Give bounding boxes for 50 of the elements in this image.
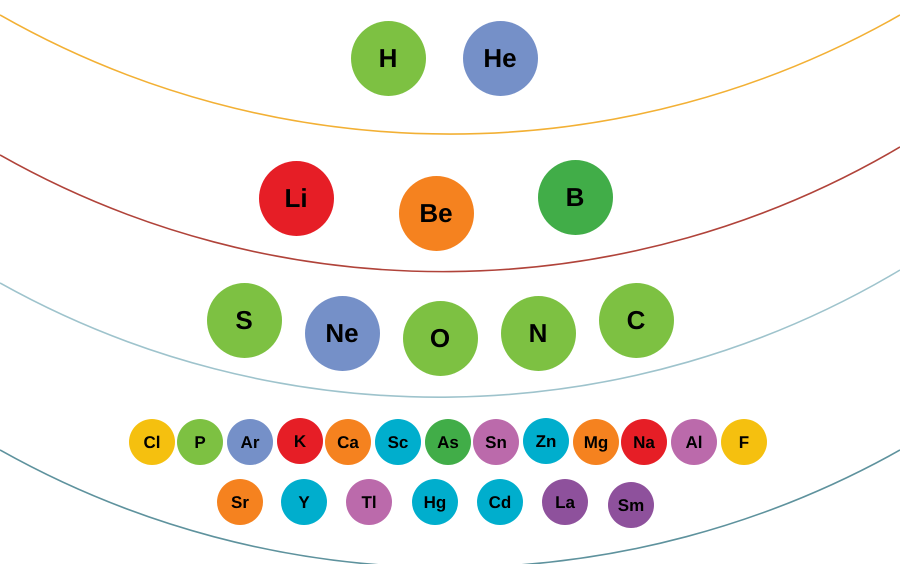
- element-circle: [346, 479, 392, 525]
- element-circle: [671, 419, 717, 465]
- element-circle: [573, 419, 619, 465]
- element-symbol: Ne: [325, 320, 359, 346]
- element-circle: [281, 479, 327, 525]
- element-symbol: Sn: [485, 434, 507, 450]
- element-circle: [375, 419, 421, 465]
- element-symbol: La: [555, 494, 575, 510]
- element-circle: [523, 418, 569, 464]
- element-circle: [721, 419, 767, 465]
- element-symbol: Sm: [618, 496, 644, 514]
- element-circle: [542, 479, 588, 525]
- element-circle: [608, 482, 654, 528]
- element-symbol: C: [626, 307, 646, 333]
- element-symbol: Cl: [144, 434, 160, 450]
- element-symbol: Sc: [388, 434, 408, 450]
- element-symbol: K: [294, 432, 306, 450]
- element-symbol: Na: [633, 434, 655, 450]
- element-symbol: Al: [686, 434, 702, 450]
- element-symbol: Hg: [424, 494, 446, 510]
- element-symbol: Ar: [240, 434, 260, 450]
- element-circle: [277, 418, 323, 464]
- element-circle: [217, 479, 263, 525]
- element-symbol: Y: [298, 494, 310, 510]
- element-circle: [425, 419, 471, 465]
- element-symbol: F: [738, 434, 750, 450]
- element-circle: [477, 479, 523, 525]
- element-circle: [177, 419, 223, 465]
- element-circle: [412, 479, 458, 525]
- element-symbol: Be: [419, 200, 453, 226]
- element-symbol: As: [437, 434, 459, 450]
- element-symbol: P: [194, 434, 206, 450]
- element-symbol: Cd: [488, 494, 512, 510]
- element-symbol: H: [378, 45, 398, 71]
- element-symbol: He: [483, 45, 517, 71]
- element-circle: [325, 419, 371, 465]
- element-symbol: Li: [284, 185, 308, 211]
- element-symbol: O: [430, 325, 450, 351]
- element-symbol: Ca: [337, 434, 359, 450]
- element-circle: [129, 419, 175, 465]
- element-symbol: Tl: [361, 494, 377, 510]
- element-symbol: S: [235, 307, 253, 333]
- element-symbol: B: [566, 184, 584, 210]
- element-circle: [621, 419, 667, 465]
- element-symbol: N: [528, 320, 548, 346]
- element-symbol: Sr: [231, 494, 249, 510]
- element-symbol: Mg: [584, 434, 608, 450]
- element-circle: [227, 419, 273, 465]
- element-circle: [473, 419, 519, 465]
- element-symbol: Zn: [536, 432, 556, 450]
